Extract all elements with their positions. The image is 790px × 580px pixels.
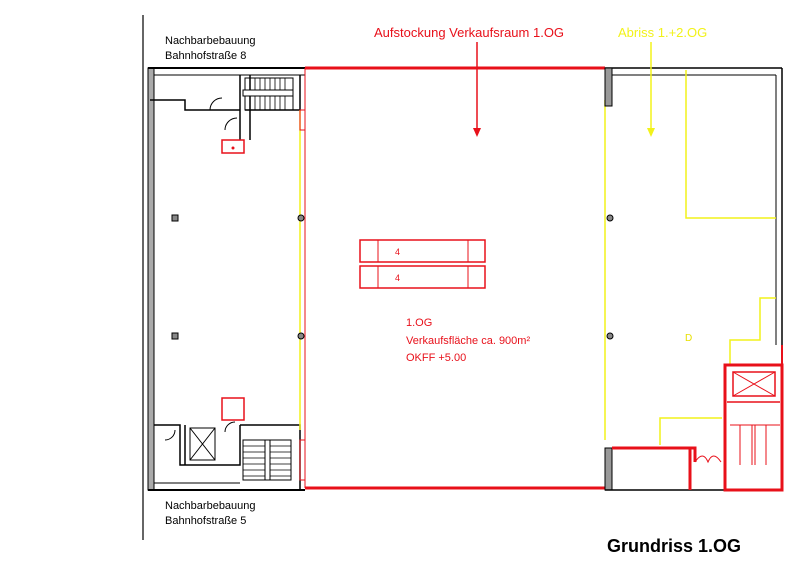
escalators: 4 4 xyxy=(359,239,486,289)
neighbor-bottom-address: Bahnhofstraße 5 xyxy=(165,515,246,527)
neighbor-top-label: Nachbarbebauung xyxy=(165,35,256,47)
escalator-mark: 4 xyxy=(395,273,400,283)
level-label: OKFF +5.00 xyxy=(406,352,466,364)
plan-title: Grundriss 1.OG xyxy=(607,536,741,556)
yellow-mark: D xyxy=(685,333,692,344)
addition-note: Aufstockung Verkaufsraum 1.OG xyxy=(374,25,564,40)
annotation-arrows xyxy=(473,42,655,137)
floor-label: 1.OG xyxy=(406,317,432,329)
existing-right-wing: D xyxy=(604,67,784,492)
neighbor-top-address: Bahnhofstraße 8 xyxy=(165,50,246,62)
neighbor-bottom-label: Nachbarbebauung xyxy=(165,500,256,512)
new-sales-area xyxy=(299,66,606,490)
escalator-mark: 4 xyxy=(395,247,400,257)
demolition-note: Abriss 1.+2.OG xyxy=(618,25,707,40)
existing-left-wing xyxy=(147,67,305,491)
area-label: Verkaufsfläche ca. 900m² xyxy=(406,335,530,347)
columns xyxy=(171,214,614,340)
